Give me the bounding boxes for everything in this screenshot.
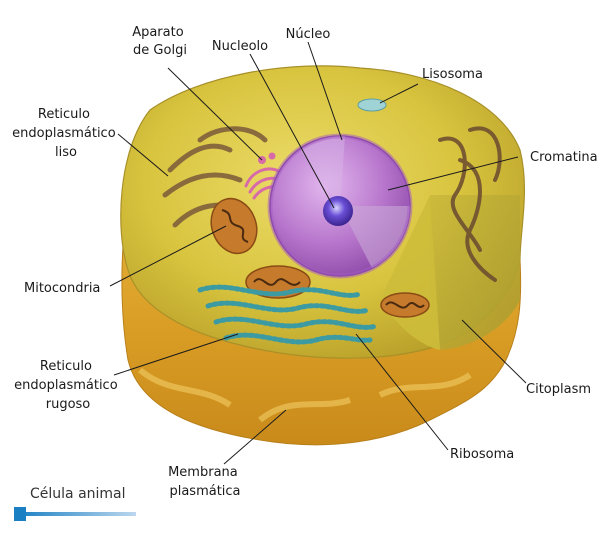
leader-lisosoma — [379, 83, 419, 104]
label-lisosoma: Lisosoma — [422, 67, 483, 82]
rough-er — [197, 284, 379, 345]
leader-lines — [109, 41, 527, 465]
lysosome — [357, 98, 387, 112]
leader-nucleolo — [249, 53, 335, 209]
mitochondrion-3 — [380, 292, 430, 318]
label-reticulo-rugoso: Reticulo endoplasmático rugoso — [14, 359, 122, 412]
figure-caption: Célula animal — [30, 486, 126, 502]
label-aparato-golgi: Aparato de Golgi — [132, 25, 188, 58]
leader-cromatina — [387, 156, 519, 191]
right-er-strands — [438, 126, 502, 282]
label-cromatina: Cromatina — [530, 150, 598, 165]
leader-ribosoma — [355, 333, 449, 451]
leader-reticulo-rugoso — [113, 333, 239, 376]
label-membrana: Membrana plasmática — [168, 465, 242, 499]
cytoplasm-cut — [430, 195, 520, 350]
label-nucleo: Núcleo — [286, 27, 331, 42]
label-citoplasm: Citoplasm — [526, 382, 591, 397]
caption-marker — [14, 507, 26, 521]
leader-membrana — [223, 409, 287, 465]
leader-reticulo-liso — [117, 133, 169, 177]
mitochondrion-1 — [210, 197, 258, 255]
leader-mitocondria — [109, 225, 227, 287]
leader-nucleo — [307, 41, 343, 141]
leader-golgi — [167, 67, 263, 161]
label-nucleolo: Nucleolo — [212, 39, 268, 54]
label-mitocondria: Mitocondria — [24, 281, 100, 296]
caption-underline-bar — [16, 512, 136, 516]
leader-citoplasm — [461, 319, 527, 384]
nucleolus — [323, 196, 353, 226]
label-reticulo-liso: Reticulo endoplasmático liso — [12, 107, 120, 160]
label-ribosoma: Ribosoma — [450, 447, 514, 462]
membrane-folds — [138, 367, 472, 423]
